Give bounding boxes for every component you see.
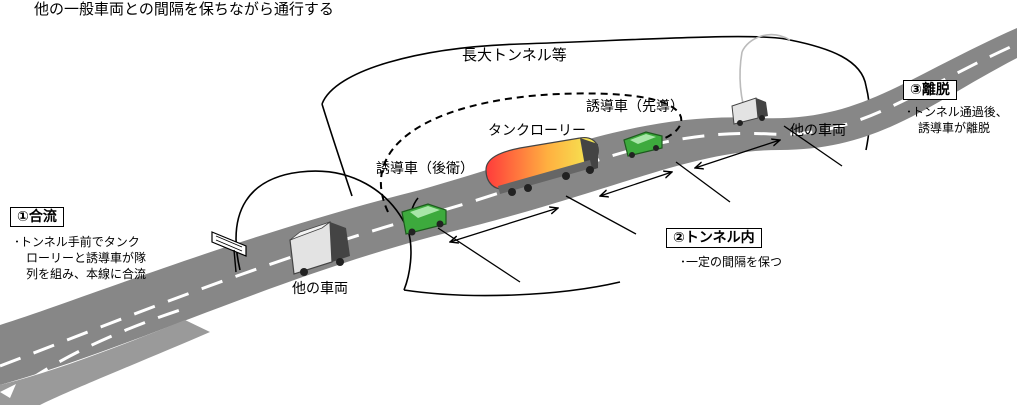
escort-rear-label: 誘導車（後衛） <box>376 161 474 177</box>
sign-post <box>211 231 247 273</box>
other-vehicle-near-label: 他の車両 <box>292 281 348 297</box>
escort-vehicle-lead <box>623 131 663 158</box>
step-merge-note: ･トンネル手前でタンク ローリーと誘導車が隊 列を組み、本線に合流 <box>14 235 147 281</box>
tanker-truck <box>485 137 599 196</box>
diagram-heading: 他の一般車両との間隔を保ちながら通行する <box>34 0 334 18</box>
escort-lead-label: 誘導車（先導） <box>586 99 684 115</box>
tunnel-label: 長大トンネル等 <box>462 46 567 64</box>
road <box>0 28 1017 405</box>
interval-arrows <box>437 125 843 283</box>
escort-coordination-arc <box>380 92 683 213</box>
step-exit-title: ③離脱 <box>903 80 957 100</box>
step-exit-note: ･トンネル通過後、 誘導車が離脱 <box>906 105 1008 135</box>
lane-marking-center <box>0 42 1017 368</box>
other-vehicle-truck-near <box>289 221 350 276</box>
tunnel-back <box>321 34 871 197</box>
other-vehicle-far-label: 他の車両 <box>790 123 846 139</box>
step-merge-title: ①合流 <box>10 207 64 227</box>
other-vehicle-truck-far <box>731 97 768 126</box>
escort-vehicle-rear <box>401 203 447 236</box>
ramp-surface <box>0 320 210 405</box>
step-in-tunnel-note: ･一定の間隔を保つ <box>680 255 783 269</box>
step-in-tunnel-title: ②トンネル内 <box>666 228 762 248</box>
tanker-label: タンクローリー <box>488 123 586 139</box>
